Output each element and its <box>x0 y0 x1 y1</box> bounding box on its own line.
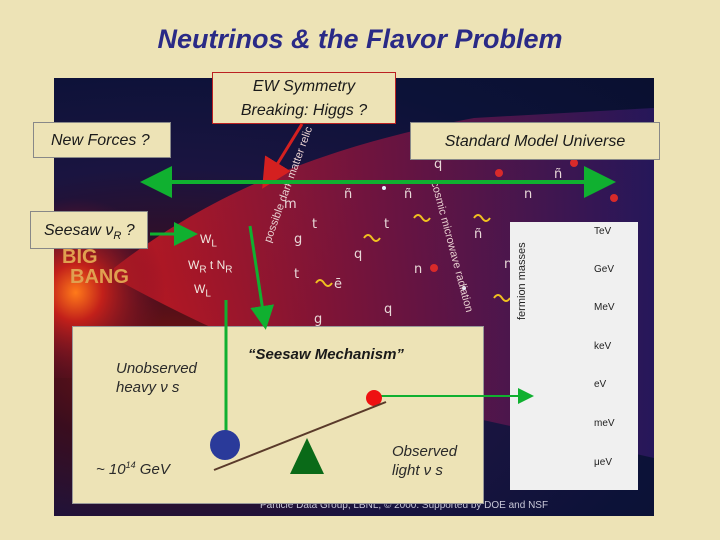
svg-text:ñ: ñ <box>474 227 482 242</box>
svg-text:q: q <box>384 302 392 317</box>
tick-gev: GeV <box>594 264 615 275</box>
tick-mev-milli: meV <box>594 418 615 429</box>
big-bang-label-1: BIG <box>62 246 98 268</box>
observed-label-1: Observed <box>392 443 458 460</box>
fermion-mass-scale <box>510 222 638 490</box>
svg-text:ē: ē <box>334 277 342 292</box>
unobserved-label-1: Unobserved <box>116 360 197 377</box>
svg-text:g: g <box>314 312 322 327</box>
tick-tev: TeV <box>594 226 612 237</box>
seesaw-beam <box>213 401 387 471</box>
svg-text:n: n <box>504 257 512 272</box>
svg-text:t: t <box>312 217 317 232</box>
light-neutrino-ball <box>366 390 382 406</box>
big-bang-label-2: BANG <box>70 266 129 288</box>
tick-uev: μeV <box>594 457 612 468</box>
observed-label-2: light ν s <box>392 462 443 479</box>
svg-text:q: q <box>354 247 362 262</box>
new-forces-label: New Forces ? <box>33 122 171 158</box>
dark-matter-arrow <box>248 225 275 330</box>
ew-symmetry-label: EW Symmetry Breaking: Higgs ? <box>212 72 396 124</box>
seesaw-inset <box>72 326 484 504</box>
wl-top-label: WL <box>200 232 217 250</box>
seesaw-label: Seesaw νR ? <box>30 211 148 249</box>
heavy-neutrino-ball <box>210 430 240 460</box>
tick-ev: eV <box>594 379 607 390</box>
wl-bottom-label: WL <box>194 282 211 300</box>
svg-text:n: n <box>414 262 422 277</box>
credit-text: Particle Data Group, LBNL, © 2000. Suppo… <box>260 500 549 511</box>
higgs-arrow <box>262 123 304 189</box>
svg-text:t: t <box>294 267 299 282</box>
wr-nr-label: WR t NR <box>188 258 233 276</box>
slide-title: Neutrinos & the Flavor Problem <box>157 24 563 54</box>
svg-text:q: q <box>434 157 442 172</box>
svg-text:m: m <box>284 197 297 212</box>
seesaw-heading: “Seesaw Mechanism” <box>248 346 404 363</box>
unobserved-label-2: heavy ν s <box>116 379 180 396</box>
mass-scale-label: ~ 1014 GeV <box>96 460 170 478</box>
seesaw-pivot <box>290 438 324 474</box>
tick-mev: MeV <box>594 302 615 313</box>
standard-model-label: Standard Model Universe <box>410 122 660 160</box>
tick-kev: keV <box>594 341 612 352</box>
svg-text:g: g <box>294 232 302 247</box>
svg-text:t: t <box>384 217 389 232</box>
